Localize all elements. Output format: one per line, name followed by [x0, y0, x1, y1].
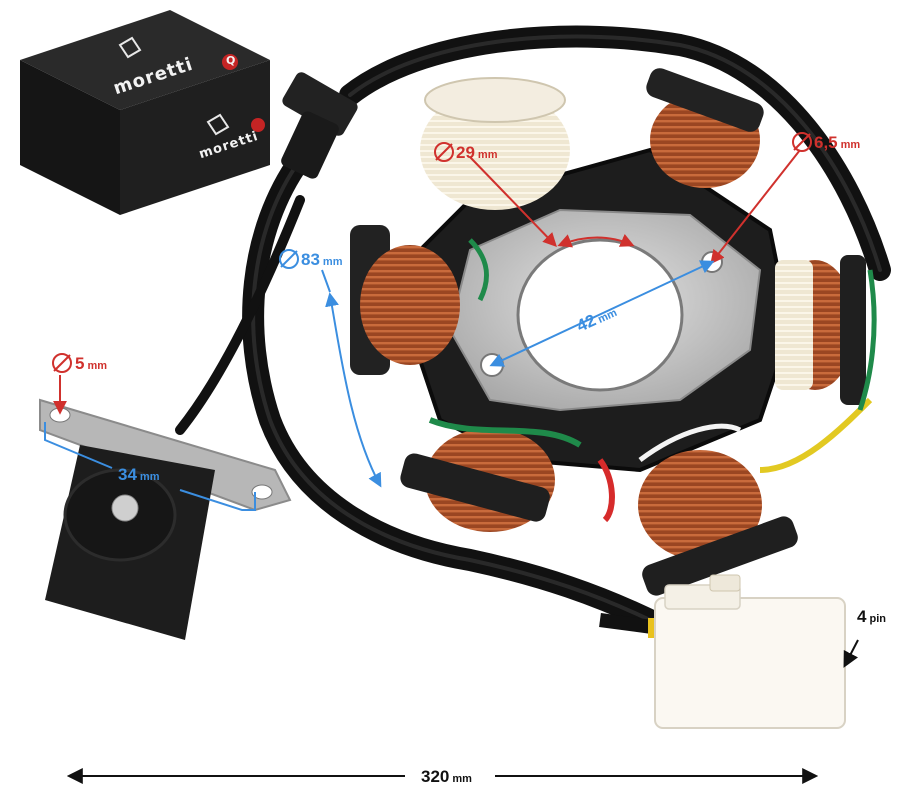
blue-dimension-lines	[44, 260, 715, 511]
label-sensor-spacing-value: 34	[118, 465, 137, 484]
label-connector-pins-unit: pin	[869, 613, 886, 625]
pickup-sensor	[39, 398, 292, 640]
coil-right	[775, 255, 866, 405]
diameter-icon	[279, 249, 299, 269]
label-coil-hole-value: 29	[456, 143, 475, 162]
label-sensor-spacing-unit: mm	[139, 471, 160, 483]
label-cable-length-value: 320	[421, 767, 450, 786]
label-coil-hole-unit: mm	[477, 149, 498, 161]
stator	[350, 68, 877, 596]
diameter-icon	[434, 142, 454, 162]
label-sensor-hole-unit: mm	[87, 360, 108, 372]
coil-top-white	[420, 77, 570, 210]
diameter-icons	[52, 132, 812, 373]
rubber-grommet	[281, 72, 358, 179]
connector-4pin	[599, 574, 846, 729]
cable-loop	[175, 25, 891, 636]
coil-top-right	[646, 68, 764, 188]
label-connector-pins-value: 4	[857, 607, 867, 626]
label-arc-span-value: 83	[301, 250, 320, 269]
box-badge: Q	[226, 54, 237, 67]
coil-bottom-left	[400, 428, 555, 532]
diameter-icon	[52, 353, 72, 373]
label-sensor-hole-value: 5	[75, 354, 85, 373]
coil-bottom-right	[638, 450, 798, 596]
label-mount-hole-unit: mm	[840, 139, 861, 151]
label-mount-hole-value: 6,5	[814, 133, 838, 152]
diameter-icon	[792, 132, 812, 152]
product-box	[20, 10, 270, 215]
red-dimension-lines	[53, 149, 801, 415]
label-cable-length-unit: mm	[452, 773, 472, 785]
label-arc-span-unit: mm	[322, 256, 343, 268]
black-dimension-lines	[66, 639, 859, 784]
